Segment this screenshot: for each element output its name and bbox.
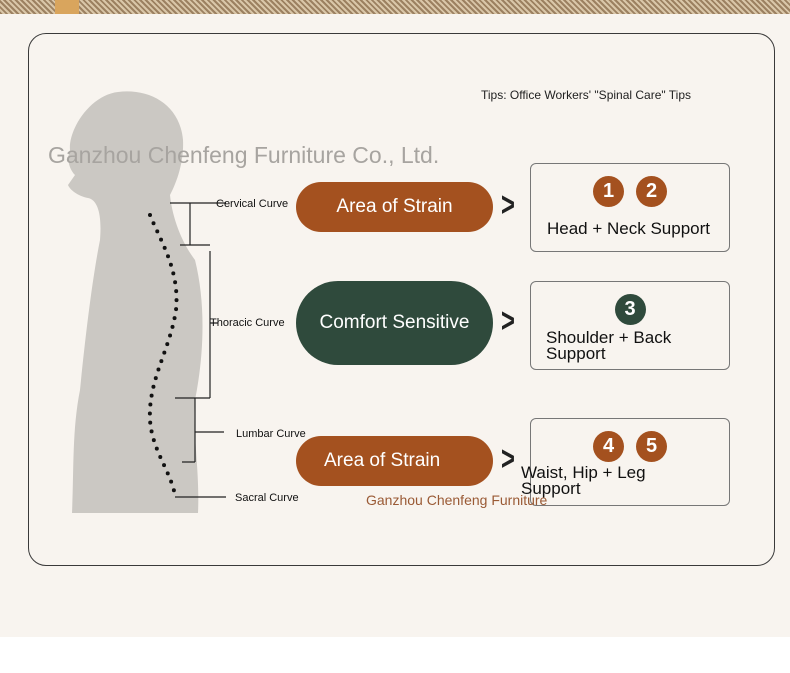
number-badge: 5 <box>636 431 667 462</box>
number-badge: 1 <box>593 176 624 207</box>
support-text: Head + Neck Support <box>547 219 711 238</box>
cervical-curve-label: Cervical Curve <box>216 198 289 210</box>
human-silhouette <box>68 91 203 513</box>
chevron-right-icon: > <box>500 302 515 340</box>
area-of-strain-pill: Area of Strain <box>296 436 493 486</box>
company-watermark: Ganzhou Chenfeng Furniture Co., Ltd. <box>48 142 440 168</box>
spine-dots <box>147 213 179 497</box>
thoracic-curve-label: Thoracic Curve <box>210 317 285 329</box>
comfort-sensitive-pill: Comfort Sensitive <box>296 281 493 365</box>
support-text: Shoulder + Back Support <box>546 328 672 363</box>
fabric-texture-banner <box>0 0 790 14</box>
number-badge: 4 <box>593 431 624 462</box>
chevron-right-icon: > <box>500 186 515 224</box>
tips-heading: Tips: Office Workers' "Spinal Care" Tips <box>481 88 691 102</box>
support-text: Waist, Hip + Leg Support <box>521 463 646 498</box>
wood-leg-image <box>55 0 79 14</box>
company-watermark-small: Ganzhou Chenfeng Furniture <box>366 492 548 508</box>
number-badge: 2 <box>636 176 667 207</box>
chevron-right-icon: > <box>500 440 515 478</box>
support-box-shoulder-back: 3 Shoulder + Back Support <box>530 281 730 370</box>
spine-diagram <box>68 91 226 513</box>
number-badge: 3 <box>614 294 646 325</box>
lumbar-curve-label: Lumbar Curve <box>236 428 306 440</box>
infographic-card <box>28 33 775 566</box>
bracket-lines <box>170 202 226 498</box>
area-of-strain-pill: Area of Strain <box>296 182 493 232</box>
sacral-curve-label: Sacral Curve <box>235 492 299 504</box>
